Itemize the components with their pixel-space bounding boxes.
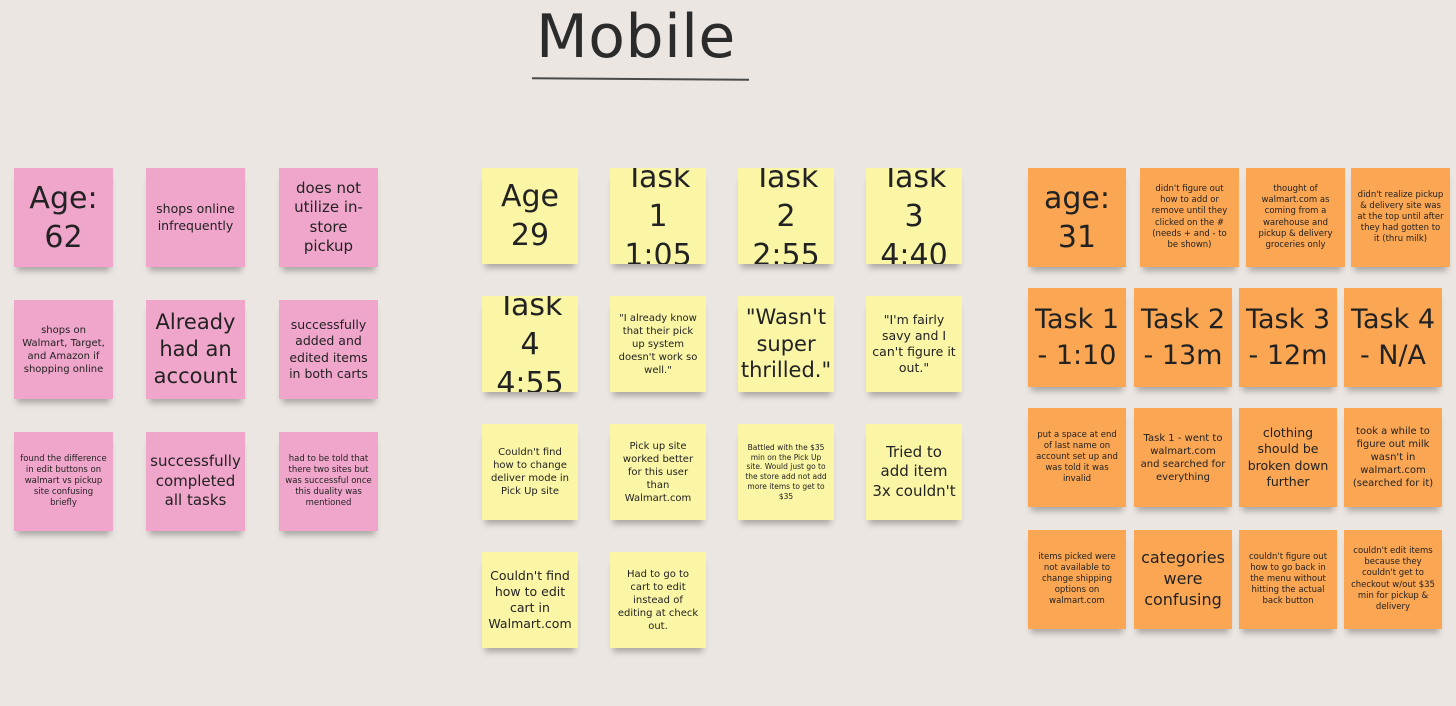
- sticky-note[interactable]: couldn't figure out how to go back in th…: [1239, 530, 1337, 629]
- note-text: put a space at end of last name on accou…: [1036, 429, 1118, 485]
- note-text: found the difference in edit buttons on …: [20, 453, 107, 509]
- sticky-note[interactable]: thought of walmart.com as coming from a …: [1246, 168, 1345, 267]
- sticky-note[interactable]: age: 31: [1028, 168, 1126, 267]
- sticky-note[interactable]: "Wasn't super thrilled.": [738, 296, 834, 392]
- note-text: Task 2 - 13m: [1140, 304, 1226, 371]
- note-text: does not utilize in-store pickup: [294, 178, 363, 256]
- note-text: shops online infrequently: [156, 201, 235, 233]
- sticky-note[interactable]: Task 3 - 12m: [1239, 288, 1337, 387]
- note-text: Task 2 2:55: [752, 168, 820, 264]
- sticky-note[interactable]: took a while to figure out milk wasn't i…: [1344, 408, 1442, 507]
- sticky-note[interactable]: put a space at end of last name on accou…: [1028, 408, 1126, 507]
- sticky-note[interactable]: shops online infrequently: [146, 168, 245, 267]
- sticky-note[interactable]: successfully added and edited items in b…: [279, 300, 378, 399]
- sticky-note[interactable]: Battled with the $35 min on the Pick Up …: [738, 424, 834, 520]
- sticky-note[interactable]: does not utilize in-store pickup: [279, 168, 378, 267]
- note-text: age: 31: [1044, 180, 1110, 255]
- sticky-note[interactable]: clothing should be broken down further: [1239, 408, 1337, 507]
- note-text: "I'm fairly savy and I can't figure it o…: [872, 311, 956, 376]
- note-text: Task 1 1:05: [624, 168, 692, 264]
- sticky-note[interactable]: Age: 62: [14, 168, 113, 267]
- note-text: Task 4 4:55: [496, 296, 564, 392]
- note-text: Task 4 - N/A: [1350, 304, 1436, 371]
- sticky-note[interactable]: Task 2 2:55: [738, 168, 834, 264]
- note-text: thought of walmart.com as coming from a …: [1258, 184, 1333, 250]
- note-text: Tried to add item 3x couldn't: [872, 442, 956, 500]
- board-title: Mobile: [536, 2, 736, 72]
- note-text: didn't realize pickup & delivery site wa…: [1357, 189, 1444, 245]
- sticky-note[interactable]: Had to go to cart to edit instead of edi…: [610, 552, 706, 648]
- note-text: clothing should be broken down further: [1247, 425, 1329, 489]
- sticky-note[interactable]: had to be told that there two sites but …: [279, 432, 378, 531]
- sticky-note[interactable]: Age 29: [482, 168, 578, 264]
- sticky-note[interactable]: Tried to add item 3x couldn't: [866, 424, 962, 520]
- sticky-note[interactable]: "I already know that their pick up syste…: [610, 296, 706, 392]
- note-text: Couldn't find how to edit cart in Walmar…: [488, 567, 572, 632]
- sticky-note[interactable]: Task 2 - 13m: [1134, 288, 1232, 387]
- sticky-note[interactable]: found the difference in edit buttons on …: [14, 432, 113, 531]
- note-text: Task 1 - 1:10: [1034, 304, 1120, 371]
- note-text: successfully added and edited items in b…: [289, 317, 368, 381]
- note-text: categories were confusing: [1141, 548, 1225, 609]
- note-text: Couldn't find how to change deliver mode…: [490, 447, 570, 497]
- sticky-note[interactable]: Task 3 4:40: [866, 168, 962, 264]
- sticky-note[interactable]: didn't realize pickup & delivery site wa…: [1351, 168, 1450, 267]
- sticky-note[interactable]: Couldn't find how to edit cart in Walmar…: [482, 552, 578, 648]
- sticky-note[interactable]: categories were confusing: [1134, 530, 1232, 629]
- note-text: Had to go to cart to edit instead of edi…: [617, 568, 699, 632]
- note-text: Pick up site worked better for this user…: [622, 440, 694, 504]
- note-text: items picked were not available to chang…: [1038, 551, 1116, 607]
- note-text: Task 3 - 12m: [1245, 304, 1331, 371]
- sticky-note[interactable]: couldn't edit items because they couldn'…: [1344, 530, 1442, 629]
- note-text: Task 1 - went to walmart.com and searche…: [1140, 432, 1226, 483]
- sticky-note[interactable]: Couldn't find how to change deliver mode…: [482, 424, 578, 520]
- note-text: "Wasn't super thrilled.": [740, 304, 832, 383]
- note-text: Battled with the $35 min on the Pick Up …: [745, 442, 827, 501]
- note-text: couldn't figure out how to go back in th…: [1248, 551, 1328, 607]
- note-text: Age 29: [500, 179, 560, 253]
- sticky-note[interactable]: Already had an account: [146, 300, 245, 399]
- note-text: took a while to figure out milk wasn't i…: [1352, 426, 1434, 489]
- sticky-note[interactable]: Task 4 4:55: [482, 296, 578, 392]
- note-text: "I already know that their pick up syste…: [618, 312, 698, 376]
- sticky-note[interactable]: successfully completed all tasks: [146, 432, 245, 531]
- note-text: Already had an account: [153, 310, 238, 388]
- sticky-note[interactable]: Pick up site worked better for this user…: [610, 424, 706, 520]
- sticky-note[interactable]: items picked were not available to chang…: [1028, 530, 1126, 629]
- note-text: Task 3 4:40: [880, 168, 948, 264]
- sticky-note[interactable]: didn't figure out how to add or remove u…: [1140, 168, 1239, 267]
- note-text: didn't figure out how to add or remove u…: [1151, 184, 1228, 250]
- note-text: couldn't edit items because they couldn'…: [1351, 546, 1435, 612]
- sticky-note[interactable]: "I'm fairly savy and I can't figure it o…: [866, 296, 962, 392]
- sticky-note[interactable]: shops on Walmart, Target, and Amazon if …: [14, 300, 113, 399]
- note-text: shops on Walmart, Target, and Amazon if …: [22, 324, 105, 375]
- title-underline: [531, 77, 750, 81]
- sticky-note[interactable]: Task 4 - N/A: [1344, 288, 1442, 387]
- note-text: had to be told that there two sites but …: [285, 453, 372, 509]
- note-text: Age: 62: [29, 180, 98, 255]
- sticky-note[interactable]: Task 1 - went to walmart.com and searche…: [1134, 408, 1232, 507]
- note-text: successfully completed all tasks: [150, 452, 241, 510]
- sticky-note[interactable]: Task 1 - 1:10: [1028, 288, 1126, 387]
- sticky-note[interactable]: Task 1 1:05: [610, 168, 706, 264]
